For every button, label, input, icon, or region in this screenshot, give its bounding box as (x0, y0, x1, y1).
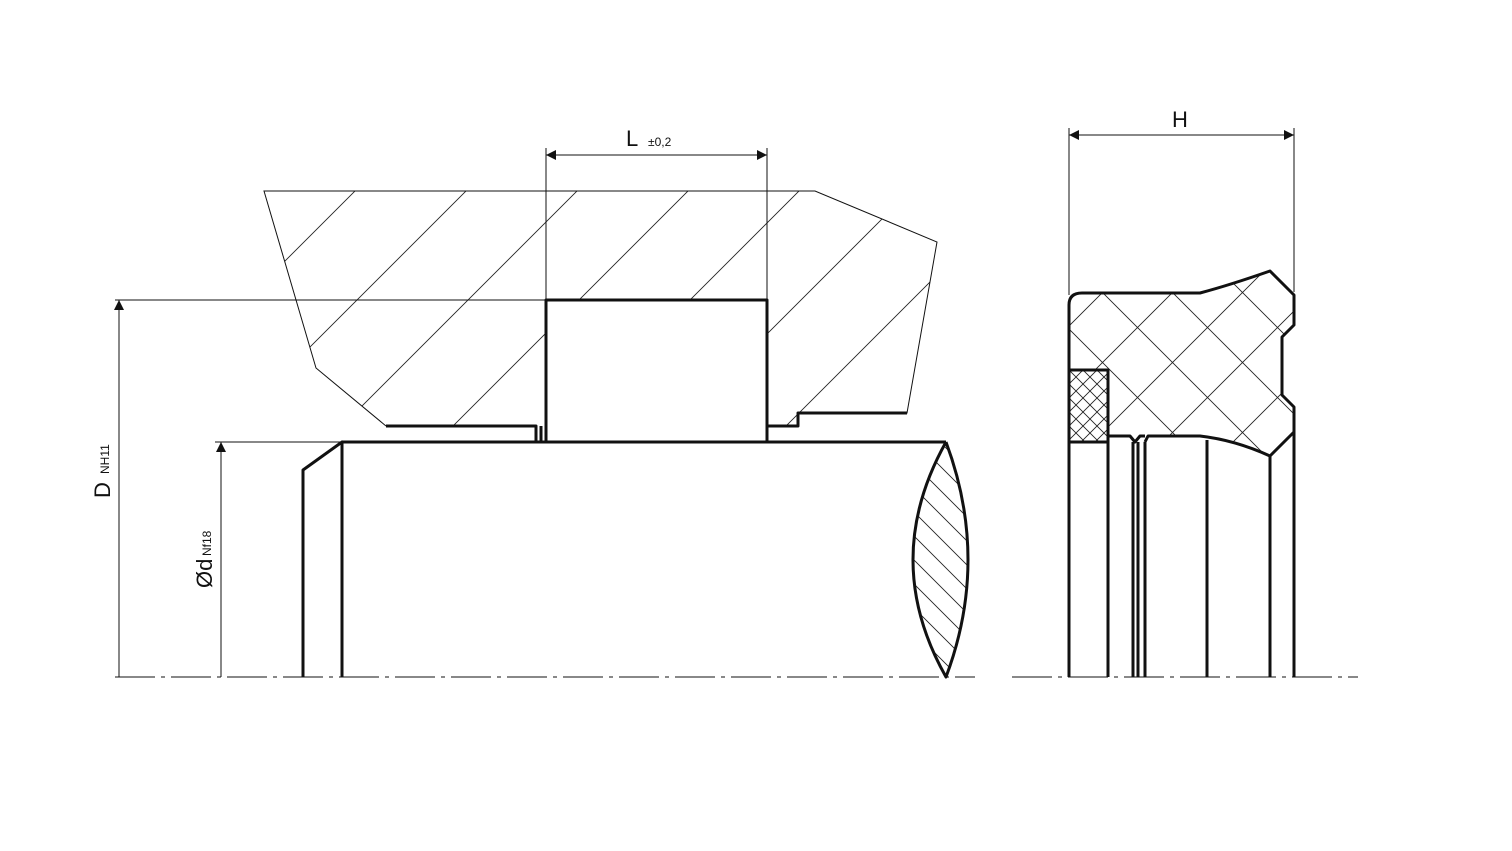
hatch-line (1144, 271, 1294, 456)
hatch-line (1069, 271, 1131, 456)
hatch-line (913, 442, 968, 677)
dim-d-tolerance: Nf18 (200, 530, 214, 556)
hatch-line (1178, 440, 1418, 680)
hatch-line (1106, 365, 1186, 445)
hatch-line (264, 191, 362, 426)
dim-L-symbol: L (626, 126, 638, 151)
hatch-line (1162, 365, 1242, 445)
dim-D-tolerance: NH11 (98, 444, 112, 474)
hatch-line (1115, 185, 1360, 430)
hatch-line (1069, 370, 1108, 410)
hatch-line (980, 365, 1060, 445)
hatch-line (1094, 428, 1108, 442)
hatch-line (913, 442, 968, 677)
hatch-line (1162, 365, 1242, 445)
hatch-line (1214, 271, 1294, 456)
hatch-line (1214, 271, 1294, 456)
hatch-line (913, 442, 968, 677)
hatch-line (781, 191, 937, 426)
hatch-line (1069, 425, 1086, 442)
hatch-line (1355, 265, 1512, 460)
shaft (301, 440, 1466, 680)
hatch-line (1069, 439, 1072, 442)
dim-H-symbol: H (1172, 107, 1188, 132)
hatch-line (1069, 411, 1100, 442)
hatch-line (1069, 370, 1070, 371)
hatch-line (1190, 365, 1270, 445)
dim-L-tolerance: ±0,2 (648, 135, 672, 149)
hatch-line (986, 440, 1226, 680)
hatch-line (913, 442, 915, 677)
hatch-line (1080, 414, 1108, 442)
hatch-line (1130, 440, 1370, 680)
hatch-line (1226, 440, 1466, 680)
hatch-line (913, 442, 968, 677)
hatch-line (913, 442, 968, 677)
hatch-line (1082, 370, 1108, 396)
hatch-line (865, 265, 1060, 460)
hatch-line (1134, 365, 1214, 445)
hatch-line (1148, 365, 1228, 445)
hatch-line (1074, 271, 1271, 456)
hatch-line (650, 440, 890, 680)
hatch-line (1120, 365, 1200, 445)
hatch-line (1284, 271, 1294, 456)
housing-hatching (5, 185, 1360, 430)
hatch-line (1010, 440, 1250, 680)
hatch-line (1425, 265, 1512, 460)
hatch-line (980, 365, 1060, 445)
hatch-line (1096, 370, 1108, 382)
hatch-line (1069, 370, 1098, 399)
hatch-line (670, 191, 917, 426)
hatch-line (1082, 440, 1322, 680)
hatch-line (1176, 365, 1256, 445)
guide-ring-crosshatching (980, 365, 1270, 445)
hatch-line (913, 442, 963, 677)
hatch-line (1202, 440, 1442, 680)
dimensions: L ±0,2 H D NH11 Ød Nf18 (90, 107, 1295, 677)
hatch-line (1154, 440, 1394, 680)
housing-section (5, 185, 1360, 442)
hatch-line (1106, 440, 1346, 680)
hatch-line (5, 185, 250, 430)
hatch-line (937, 442, 968, 677)
hatch-line (1148, 365, 1228, 445)
seal-section (865, 265, 1512, 677)
hatch-line (1106, 365, 1186, 445)
hatch-line (1120, 365, 1200, 445)
hatch-line (1069, 383, 1108, 424)
hatch-line (913, 442, 939, 677)
hatch-line (1355, 265, 1512, 460)
hatch-line (1069, 271, 1201, 456)
hatch-line (913, 442, 968, 677)
hatch-line (961, 442, 968, 677)
hatch-line (337, 191, 584, 426)
hatch-line (1069, 397, 1108, 438)
hatch-line (264, 191, 473, 426)
hatch-line (1058, 440, 1298, 680)
hatch-line (1284, 271, 1294, 456)
hatch-line (1069, 370, 1084, 385)
hatch-line (865, 265, 1060, 460)
hatch-line (1176, 365, 1256, 445)
hatch-line (1134, 365, 1214, 445)
dim-d-symbol: Ød (192, 559, 217, 588)
dim-D-symbol: D (90, 482, 115, 498)
shaft-break-hatching (650, 440, 1466, 680)
hatch-line (448, 191, 695, 426)
hatch-line (1425, 265, 1512, 460)
hatch-line (1190, 365, 1270, 445)
